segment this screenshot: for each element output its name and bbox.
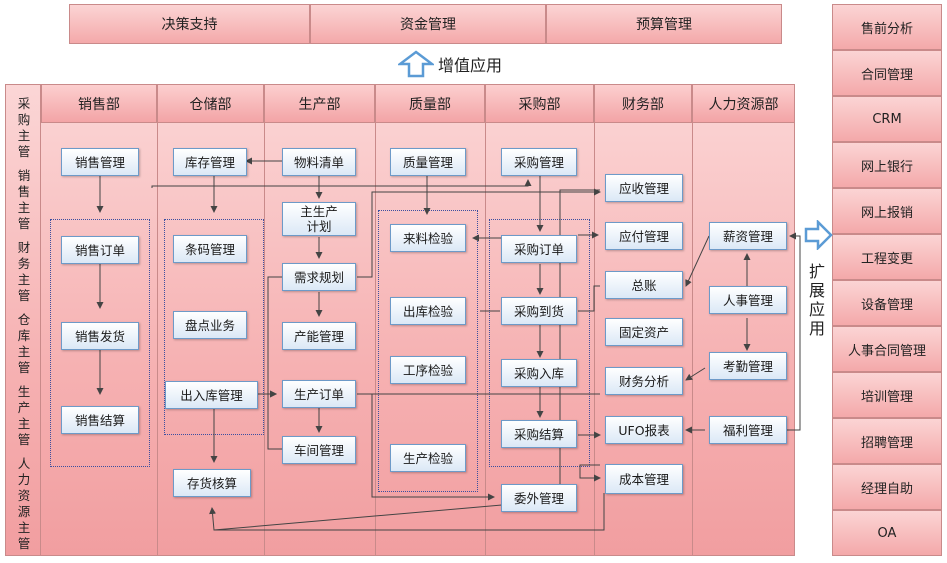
node-fixed-assets[interactable]: 固定资产 — [605, 318, 683, 346]
right-item-online-bank[interactable]: 网上银行 — [832, 142, 942, 188]
column-divider — [594, 123, 595, 556]
dept-header-quality: 质量部 — [375, 84, 485, 123]
right-item-crm[interactable]: CRM — [832, 96, 942, 142]
node-ufo-report[interactable]: UFO报表 — [605, 416, 683, 444]
right-item-manager-self-service[interactable]: 经理自助 — [832, 464, 942, 510]
node-sales-order[interactable]: 销售订单 — [61, 236, 139, 264]
node-bill-of-materials[interactable]: 物料清单 — [282, 148, 356, 176]
right-item-contract[interactable]: 合同管理 — [832, 50, 942, 96]
node-in-out-stock-management[interactable]: 出入库管理 — [165, 381, 258, 409]
node-incoming-inspection[interactable]: 来料检验 — [390, 224, 466, 252]
node-purchase-order[interactable]: 采购订单 — [501, 235, 577, 263]
node-process-inspection[interactable]: 工序检验 — [390, 356, 466, 384]
role-production-supervisor: 生产主管 — [17, 384, 31, 447]
node-financial-analysis[interactable]: 财务分析 — [605, 367, 683, 395]
node-outsourcing-management[interactable]: 委外管理 — [501, 484, 577, 512]
node-purchase-arrival[interactable]: 采购到货 — [501, 297, 577, 325]
role-label-column: 采购主管 销售主管 财务主管 仓库主管 生产主管 人力资源主管 — [5, 84, 41, 556]
right-item-online-expense[interactable]: 网上报销 — [832, 188, 942, 234]
top-item-budget-management[interactable]: 预算管理 — [546, 4, 782, 44]
node-sales-management[interactable]: 销售管理 — [61, 148, 139, 176]
node-purchase-stock-in[interactable]: 采购入库 — [501, 359, 577, 387]
role-sales-supervisor: 销售主管 — [17, 168, 31, 231]
node-requirements-planning[interactable]: 需求规划 — [282, 263, 356, 291]
node-inventory-costing[interactable]: 存货核算 — [173, 469, 251, 497]
column-divider — [485, 123, 486, 556]
dept-header-finance: 财务部 — [594, 84, 692, 123]
node-sales-shipment[interactable]: 销售发货 — [61, 322, 139, 350]
node-payroll-management[interactable]: 薪资管理 — [709, 222, 787, 250]
right-item-hr-contract[interactable]: 人事合同管理 — [832, 326, 942, 372]
extension-apps-label: 扩展应用 — [808, 262, 825, 338]
dept-header-production: 生产部 — [264, 84, 375, 123]
column-divider — [375, 123, 376, 556]
node-purchase-settlement[interactable]: 采购结算 — [501, 420, 577, 448]
node-production-inspection[interactable]: 生产检验 — [390, 444, 466, 472]
dept-header-purchasing: 采购部 — [485, 84, 594, 123]
role-purchasing-supervisor: 采购主管 — [17, 96, 31, 159]
node-purchasing-management[interactable]: 采购管理 — [501, 148, 577, 176]
up-arrow-icon — [398, 50, 434, 78]
right-item-recruiting[interactable]: 招聘管理 — [832, 418, 942, 464]
dept-header-sales: 销售部 — [41, 84, 157, 123]
right-arrow-icon — [804, 220, 833, 250]
node-capacity-management[interactable]: 产能管理 — [282, 322, 356, 350]
dept-header-warehouse: 仓储部 — [157, 84, 264, 123]
top-item-fund-management[interactable]: 资金管理 — [310, 4, 546, 44]
node-welfare-management[interactable]: 福利管理 — [709, 416, 787, 444]
right-item-presales[interactable]: 售前分析 — [832, 4, 942, 50]
node-attendance-management[interactable]: 考勤管理 — [709, 352, 787, 380]
right-item-oa[interactable]: OA — [832, 510, 942, 556]
right-item-training[interactable]: 培训管理 — [832, 372, 942, 418]
node-outgoing-inspection[interactable]: 出库检验 — [390, 297, 466, 325]
mps-label: 主生产 计划 — [300, 204, 338, 234]
node-barcode-management[interactable]: 条码管理 — [173, 235, 247, 263]
dept-header-hr: 人力资源部 — [692, 84, 795, 123]
node-production-order[interactable]: 生产订单 — [282, 380, 356, 408]
role-warehouse-supervisor: 仓库主管 — [17, 312, 31, 375]
node-sales-settlement[interactable]: 销售结算 — [61, 406, 139, 434]
node-quality-management[interactable]: 质量管理 — [390, 148, 466, 176]
node-inventory-management[interactable]: 库存管理 — [173, 148, 247, 176]
value-added-apps-label: 增值应用 — [438, 56, 503, 75]
column-divider — [264, 123, 265, 556]
node-master-production-schedule[interactable]: 主生产 计划 — [282, 202, 356, 236]
top-item-decision-support[interactable]: 决策支持 — [69, 4, 310, 44]
node-personnel-management[interactable]: 人事管理 — [709, 286, 787, 314]
node-cost-management[interactable]: 成本管理 — [605, 464, 683, 494]
node-stocktake[interactable]: 盘点业务 — [173, 311, 247, 339]
node-general-ledger[interactable]: 总账 — [605, 271, 683, 299]
role-finance-supervisor: 财务主管 — [17, 240, 31, 303]
column-divider — [692, 123, 693, 556]
node-workshop-management[interactable]: 车间管理 — [282, 436, 356, 464]
right-item-equipment[interactable]: 设备管理 — [832, 280, 942, 326]
role-hr-supervisor: 人力资源主管 — [17, 456, 31, 551]
column-divider — [157, 123, 158, 556]
sales-flow-group — [50, 219, 150, 467]
right-item-engineering-change[interactable]: 工程变更 — [832, 234, 942, 280]
node-accounts-payable[interactable]: 应付管理 — [605, 222, 683, 250]
node-accounts-receivable[interactable]: 应收管理 — [605, 174, 683, 202]
